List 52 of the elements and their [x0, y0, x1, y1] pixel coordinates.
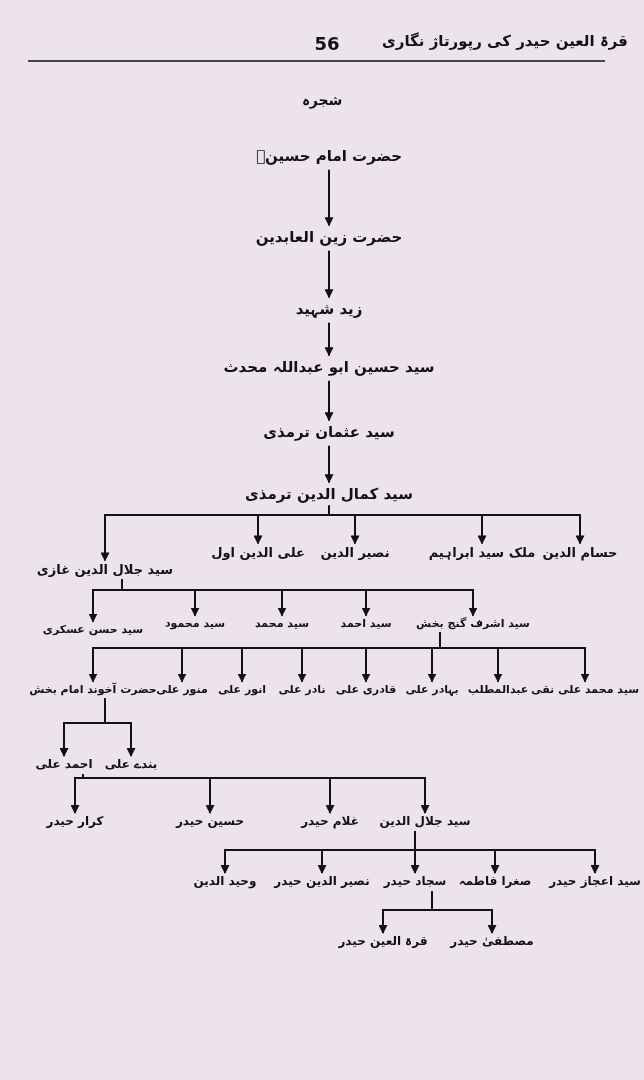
- arrow: [220, 829, 416, 875]
- person-name: سید اشرف گنج بخش: [416, 617, 530, 631]
- running-head: قرۃ العین حیدر کی رپورتاژ نگاری: [382, 33, 628, 51]
- person-name: سید محمد علی نقی: [531, 683, 639, 697]
- person-name: سید حسن عسکری: [42, 623, 144, 637]
- person-name: سید احمد: [340, 617, 392, 631]
- person-name: وحید الدین: [193, 875, 257, 889]
- person-name: سید محمد: [255, 617, 309, 631]
- person-name: سید محمود: [164, 617, 226, 631]
- arrow: [324, 321, 334, 357]
- person-name: علی الدین اول: [211, 545, 305, 561]
- person-name: قادری علی: [335, 683, 397, 697]
- person-name: غلام حیدر: [301, 815, 359, 829]
- person-name: سید حسین ابو عبداللہ محدث: [223, 359, 435, 377]
- person-name: حضرت امام حسینؓ: [255, 148, 403, 166]
- person-name: سید اعجاز حیدر: [549, 875, 641, 889]
- person-name: سید جلال الدین غازی: [36, 562, 174, 578]
- arrow: [324, 249, 334, 299]
- arrow: [88, 631, 441, 683]
- person-name: مصطفیٰ حیدر: [450, 935, 534, 949]
- diagram-title: شجرہ: [301, 91, 343, 109]
- person-name: حضرت آخوند امام بخش: [29, 683, 157, 697]
- arrow: [324, 379, 334, 422]
- page-number: 56: [314, 33, 340, 55]
- arrow: [100, 504, 330, 562]
- person-name: سید کمال الدین ترمذی: [245, 486, 413, 504]
- person-name: ملک سید ابراہیم: [428, 545, 536, 561]
- arrow: [378, 889, 433, 935]
- person-name: سید جلال الدین: [379, 815, 471, 829]
- person-name: بہادر علی: [405, 683, 459, 697]
- person-name: حسین حیدر: [175, 815, 245, 829]
- person-name: نصیر الدین: [320, 545, 390, 561]
- person-name: انور علی: [217, 683, 267, 697]
- person-name: بندے علی: [104, 758, 158, 772]
- arrow: [70, 772, 84, 815]
- person-name: حسام الدین: [542, 545, 618, 561]
- arrow: [324, 168, 334, 227]
- person-name: سید عثمان ترمذی: [263, 424, 395, 442]
- person-name: عبدالمطلب: [467, 683, 529, 697]
- person-name: زید شہید: [295, 301, 363, 319]
- person-name: صغرا فاطمہ: [458, 875, 532, 889]
- person-name: قرۃ العین حیدر: [338, 935, 428, 949]
- arrow: [88, 578, 123, 623]
- person-name: نادر علی: [278, 683, 326, 697]
- arrow: [324, 444, 334, 484]
- person-name: نصیر الدین حیدر: [274, 875, 370, 889]
- person-name: کرار حیدر: [46, 815, 104, 829]
- arrow: [59, 697, 106, 758]
- person-name: منور علی: [156, 683, 208, 697]
- person-name: حضرت زین العابدین: [255, 229, 403, 247]
- person-name: احمد علی: [35, 758, 93, 772]
- person-name: سجاد حیدر: [383, 875, 447, 889]
